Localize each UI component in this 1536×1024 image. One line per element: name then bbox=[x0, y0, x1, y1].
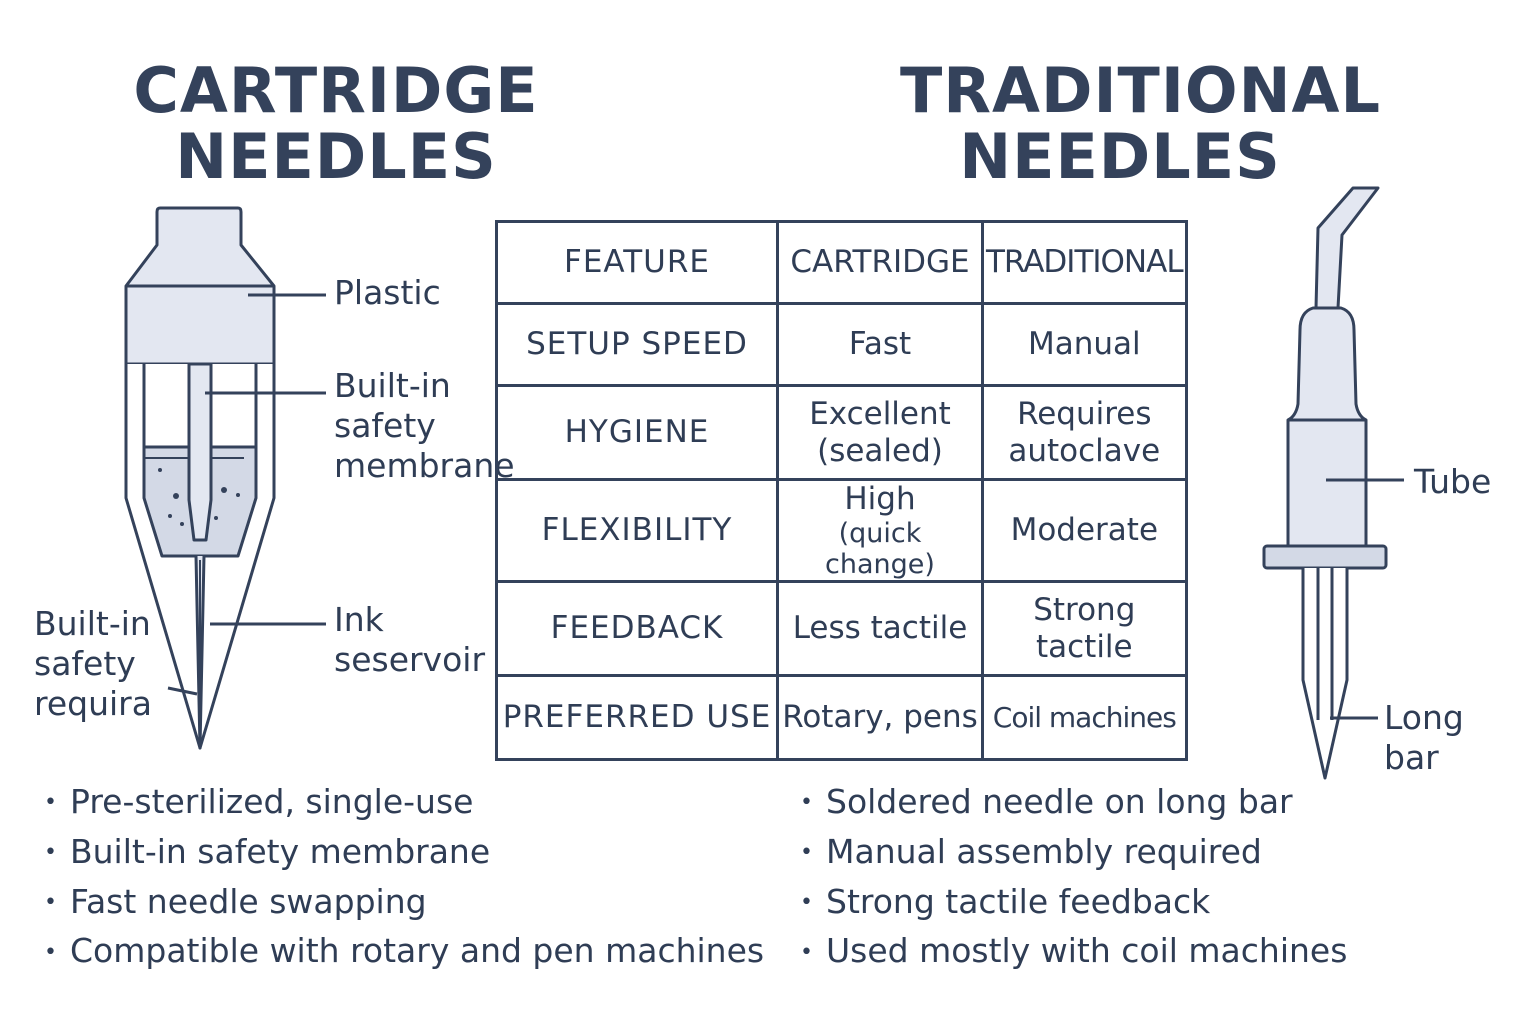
bullet-dot-icon: • bbox=[44, 840, 57, 865]
bullet-dot-icon: • bbox=[800, 939, 813, 965]
traditional-needle-illustration bbox=[1262, 186, 1404, 780]
table-cell-feature: FLEXIBILITY bbox=[495, 478, 779, 583]
traditional-title: TRADITIONAL NEEDLES bbox=[900, 54, 1381, 193]
list-item: • Compatible with rotary and pen machines bbox=[44, 927, 764, 977]
table-cell-cartridge: Less tactile bbox=[776, 580, 984, 677]
table-cell-traditional: Strong tactile bbox=[981, 580, 1188, 677]
label-safety-requira: Built-in safety requira bbox=[34, 604, 152, 724]
table-cell-cartridge: Fast bbox=[776, 302, 984, 387]
label-safety-membrane-line: Built-in bbox=[334, 366, 451, 405]
cartridge-needle-illustration bbox=[124, 206, 326, 750]
list-item: • Manual assembly required bbox=[800, 828, 1347, 878]
label-safety-membrane: Built-in safety membrane bbox=[334, 366, 515, 486]
label-ink-reservoir-line: seservoir bbox=[334, 640, 486, 679]
bullet-text: Manual assembly required bbox=[826, 831, 1262, 871]
bullet-dot-icon: • bbox=[800, 889, 813, 915]
list-item: • Fast needle swapping bbox=[44, 878, 764, 928]
bullet-text: Compatible with rotary and pen machines bbox=[70, 931, 765, 971]
table-cell-cartridge: High (quick change) bbox=[776, 478, 984, 583]
table-cell-feature: FEEDBACK bbox=[495, 580, 779, 677]
label-long-bar: Long bar bbox=[1384, 698, 1464, 778]
cartridge-title-line1: CARTRIDGE bbox=[133, 54, 539, 127]
label-safety-requira-line: Built-in bbox=[34, 604, 151, 643]
table-cell-cartridge-sub: (sealed) bbox=[817, 432, 943, 469]
bullet-text: Soldered needle on long bar bbox=[826, 782, 1293, 821]
table-row: SETUP SPEED Fast Manual bbox=[495, 302, 1188, 387]
cartridge-title: CARTRIDGE NEEDLES bbox=[116, 58, 556, 190]
bullet-dot-icon: • bbox=[800, 840, 813, 865]
table-cell-feature: SETUP SPEED bbox=[495, 302, 779, 387]
comparison-table: FEATURE CARTRIDGE TRADITIONAL SETUP SPEE… bbox=[495, 220, 1188, 761]
bullet-dot-icon: • bbox=[44, 790, 57, 816]
bullet-dot-icon: • bbox=[800, 790, 813, 816]
bullet-text: Strong tactile feedback bbox=[826, 881, 1211, 921]
table-cell-feature: PREFERRED USE bbox=[495, 674, 779, 761]
table-row: PREFERRED USE Rotary, pens Coil machines bbox=[495, 674, 1188, 761]
table-cell-cartridge-main: Excellent bbox=[809, 395, 951, 432]
table-cell-cartridge-sub: (quick change) bbox=[825, 518, 935, 580]
table-cell-traditional: Manual bbox=[981, 302, 1188, 387]
list-item: • Soldered needle on long bar bbox=[800, 778, 1347, 828]
table-cell-traditional: Requires autoclave bbox=[981, 384, 1188, 481]
table-cell-cartridge: Rotary, pens bbox=[776, 674, 984, 761]
table-cell-feature: HYGIENE bbox=[495, 384, 779, 481]
traditional-bullet-list: • Soldered needle on long bar • Manual ass… bbox=[800, 778, 1347, 977]
table-row: HYGIENE Excellent (sealed) Requires auto… bbox=[495, 384, 1188, 481]
table-row: FLEXIBILITY High (quick change) Moderate bbox=[495, 478, 1188, 583]
label-long-bar-line: bar bbox=[1384, 738, 1439, 777]
label-safety-requira-line: safety bbox=[34, 644, 136, 683]
list-item: • Strong tactile feedback bbox=[800, 878, 1347, 928]
table-header-row: FEATURE CARTRIDGE TRADITIONAL bbox=[495, 220, 1188, 305]
table-header-cell: FEATURE bbox=[495, 220, 779, 305]
bullet-dot-icon: • bbox=[44, 889, 57, 915]
table-cell-traditional: Moderate bbox=[981, 478, 1188, 583]
table-cell-cartridge-main: High bbox=[844, 481, 916, 517]
label-ink-reservoir-line: Ink bbox=[334, 600, 384, 639]
table-row: FEEDBACK Less tactile Strong tactile bbox=[495, 580, 1188, 677]
label-long-bar-line: Long bbox=[1384, 698, 1464, 737]
label-safety-requira-line: requira bbox=[34, 684, 152, 723]
bullet-text: Built-in safety membrane bbox=[70, 831, 491, 871]
traditional-title-line1: TRADITIONAL bbox=[900, 54, 1381, 127]
label-tube: Tube bbox=[1414, 462, 1492, 501]
bullet-text: Pre-sterilized, single-use bbox=[70, 782, 474, 821]
bullet-text: Fast needle swapping bbox=[70, 881, 427, 921]
table-header-cell: TRADITIONAL bbox=[981, 220, 1188, 305]
list-item: • Used mostly with coil machines bbox=[800, 927, 1347, 977]
label-safety-membrane-line: safety bbox=[334, 406, 436, 445]
cartridge-title-line2: NEEDLES bbox=[175, 120, 497, 193]
label-safety-membrane-line: membrane bbox=[334, 446, 515, 485]
bullet-text: Used mostly with coil machines bbox=[826, 931, 1348, 971]
cartridge-bullet-list: • Pre-sterilized, single-use • Built-in sa… bbox=[44, 778, 764, 977]
list-item: • Built-in safety membrane bbox=[44, 828, 764, 878]
table-header-cell: CARTRIDGE bbox=[776, 220, 984, 305]
table-cell-cartridge: Excellent (sealed) bbox=[776, 384, 984, 481]
label-ink-reservoir: Ink seservoir bbox=[334, 600, 485, 680]
traditional-title-line2: NEEDLES bbox=[959, 120, 1281, 193]
label-plastic: Plastic bbox=[334, 273, 441, 312]
bullet-dot-icon: • bbox=[44, 939, 57, 965]
list-item: • Pre-sterilized, single-use bbox=[44, 778, 764, 828]
table-cell-traditional: Coil machines bbox=[981, 674, 1188, 761]
